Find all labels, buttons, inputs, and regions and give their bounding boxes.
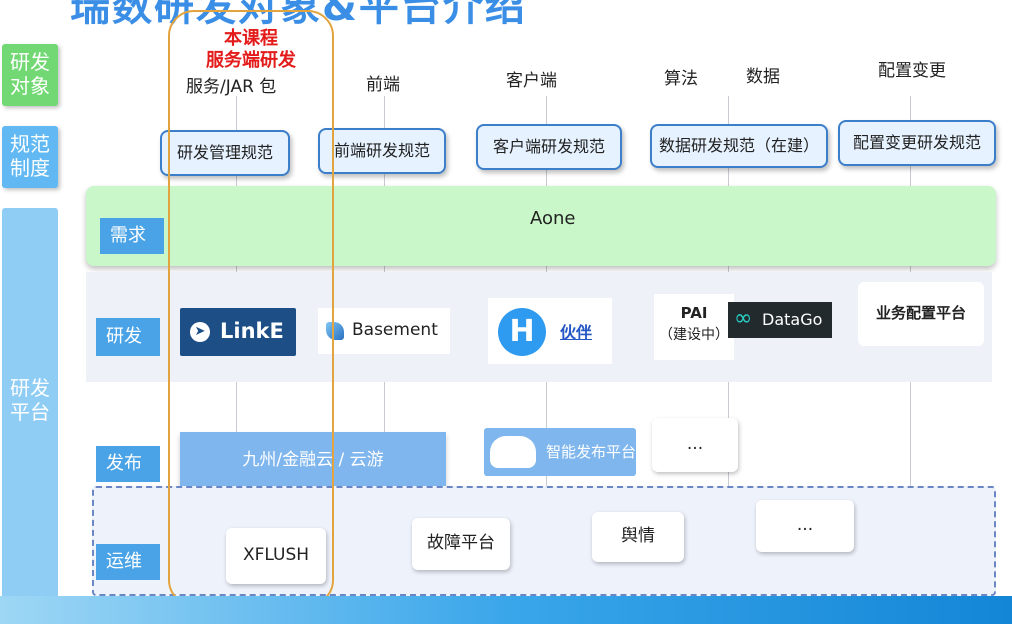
row-label-release: 发布 (96, 446, 160, 482)
spec-frontend[interactable]: 前端研发规范 (318, 128, 446, 174)
datago-logo[interactable]: ∞ DataGo (728, 302, 832, 338)
ops-public-opinion[interactable]: 舆情 (592, 512, 684, 562)
pai-label: PAI (680, 304, 708, 322)
course-label-line2: 服务端研发 (206, 50, 296, 71)
pai-note: （建设中） (659, 327, 729, 343)
release-more[interactable]: ... (652, 418, 738, 472)
object-algorithm: 算法 (664, 69, 698, 89)
object-config-change: 配置变更 (878, 61, 946, 81)
ops-xflush[interactable]: XFLUSH (226, 528, 326, 584)
demand-aone[interactable]: Aone (530, 208, 576, 229)
object-frontend: 前端 (366, 75, 400, 95)
basement-icon (326, 322, 344, 340)
huoban-label: 伙伴 (560, 323, 593, 342)
course-highlight-frame (168, 10, 334, 606)
linke-icon: ➤ (190, 322, 210, 342)
datago-icon: ∞ (734, 306, 753, 331)
business-config-platform[interactable]: 业务配置平台 (858, 282, 984, 346)
side-label-platform-text: 研发 平台 (10, 376, 50, 424)
linke-label: LinkE (220, 319, 284, 343)
demand-band (86, 186, 996, 266)
row-label-develop: 研发 (96, 318, 160, 356)
basement-logo[interactable]: Basement (318, 308, 450, 354)
spec-dev-management[interactable]: 研发管理规范 (160, 130, 290, 176)
side-label-platform: 研发 平台 (2, 208, 58, 600)
row-label-ops: 运维 (96, 544, 160, 580)
spec-config-change[interactable]: 配置变更研发规范 (838, 120, 996, 166)
ops-fault-platform[interactable]: 故障平台 (412, 518, 510, 570)
spec-client[interactable]: 客户端研发规范 (476, 124, 622, 170)
spec-data[interactable]: 数据研发规范（在建） (650, 124, 828, 168)
side-label-objects: 研发 对象 (2, 44, 58, 106)
release-smart-platform-label: 智能发布平台 (546, 443, 637, 461)
row-label-demand: 需求 (100, 218, 164, 254)
side-label-norms-text: 规范 制度 (10, 132, 50, 180)
linke-logo[interactable]: ➤ LinkE (180, 308, 296, 356)
side-label-norms: 规范 制度 (2, 126, 58, 188)
basement-label: Basement (352, 320, 438, 340)
release-smart-platform[interactable]: 智能发布平台 (484, 428, 636, 476)
object-client: 客户端 (506, 71, 557, 91)
object-data: 数据 (746, 67, 780, 87)
pai-box[interactable]: PAI （建设中） (654, 294, 734, 360)
page-title: 瑞数研发对象&平台介绍 (70, 0, 527, 30)
cloud-icon (490, 436, 536, 468)
side-label-objects-text: 研发 对象 (10, 50, 50, 98)
datago-label: DataGo (762, 310, 823, 329)
bottom-decoration-bar (0, 596, 1012, 624)
ops-more[interactable]: ... (756, 500, 854, 552)
release-jiuzhou[interactable]: 九州/金融云 / 云游 (180, 432, 446, 490)
course-label: 本课程 服务端研发 (186, 28, 316, 72)
object-server: 服务/JAR 包 (186, 77, 277, 97)
huoban-icon: H (498, 308, 546, 356)
course-label-line1: 本课程 (224, 28, 278, 49)
huoban-logo[interactable]: H 伙伴 (488, 298, 612, 364)
